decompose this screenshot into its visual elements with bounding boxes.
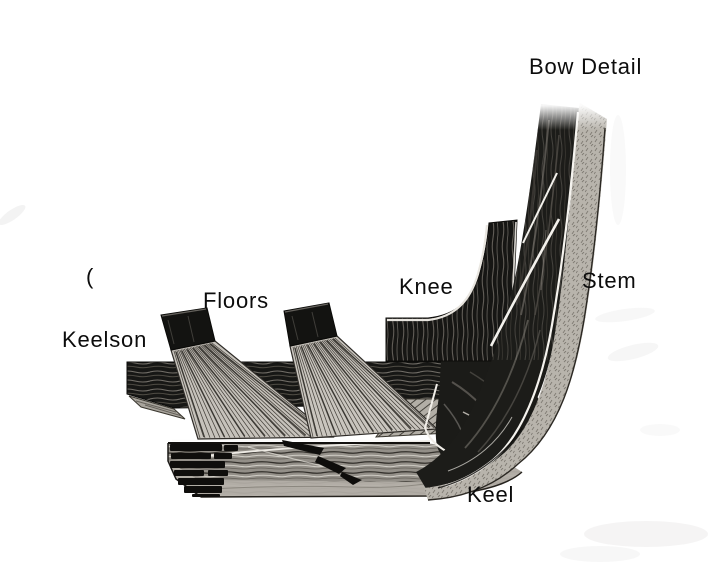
keel-shadow-streaks: [282, 440, 362, 485]
stem-top-fade: [518, 86, 633, 130]
floor-2-end-grain: [283, 302, 338, 347]
label-stem: Stem: [582, 268, 637, 293]
floor-frame-1: [160, 307, 335, 440]
figure-title: Bow Detail: [529, 54, 643, 79]
label-knee: Knee: [399, 274, 454, 299]
label-stray-mark: (: [86, 264, 94, 289]
paper-smudges: [0, 115, 708, 562]
label-floors: Floors: [203, 288, 269, 313]
floor-frame-2: [283, 302, 439, 439]
label-keelson: Keelson: [62, 327, 148, 352]
keel-stem-bend-contours: [437, 416, 523, 489]
label-keel: Keel: [467, 482, 515, 507]
keel-timber: [167, 439, 523, 498]
stem-scarf-joints: [489, 172, 561, 347]
keel-end-grain-blocks: [170, 444, 238, 497]
floor-1-end-grain: [160, 307, 216, 351]
